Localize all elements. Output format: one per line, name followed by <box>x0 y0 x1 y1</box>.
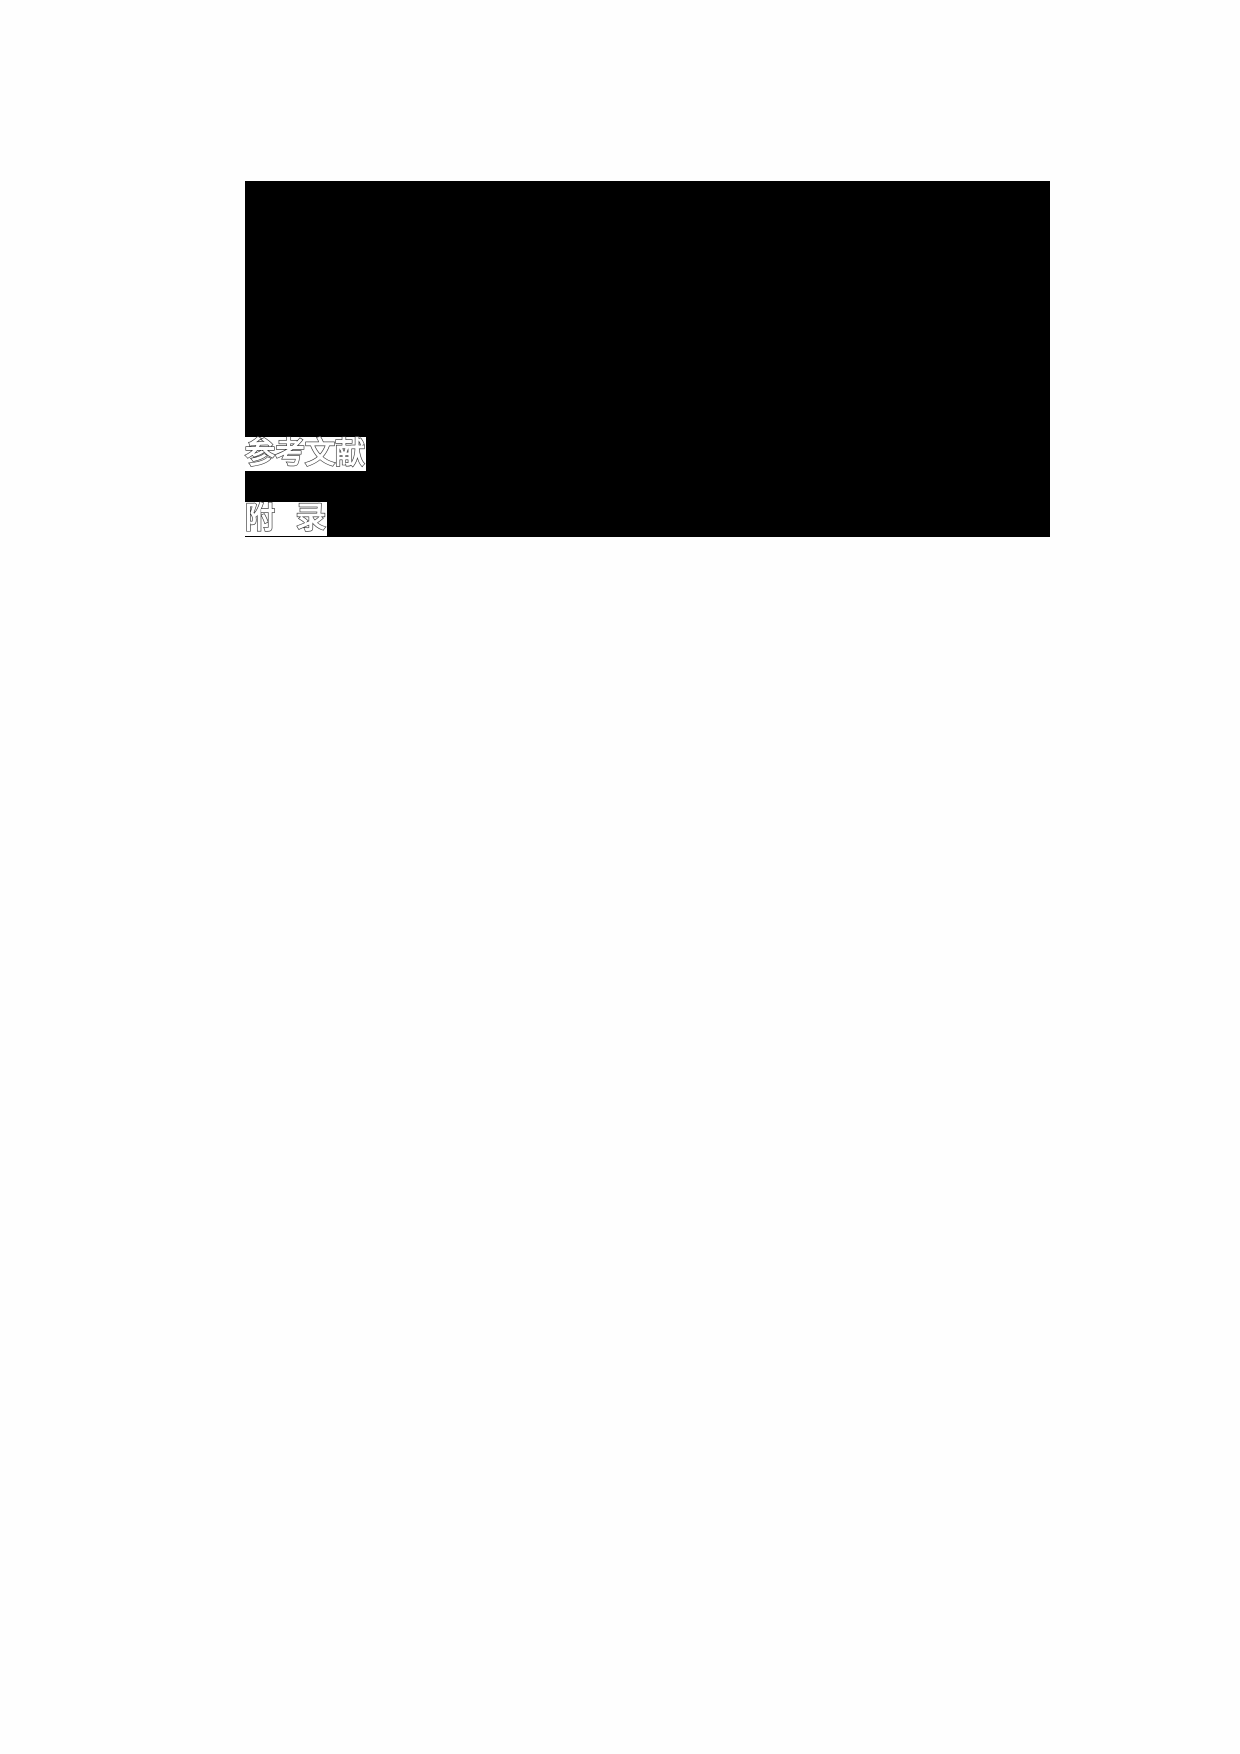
references-heading: 参考文献 <box>244 436 366 471</box>
appendix-heading: 附 录 <box>244 501 327 536</box>
redaction-block <box>245 181 1050 537</box>
